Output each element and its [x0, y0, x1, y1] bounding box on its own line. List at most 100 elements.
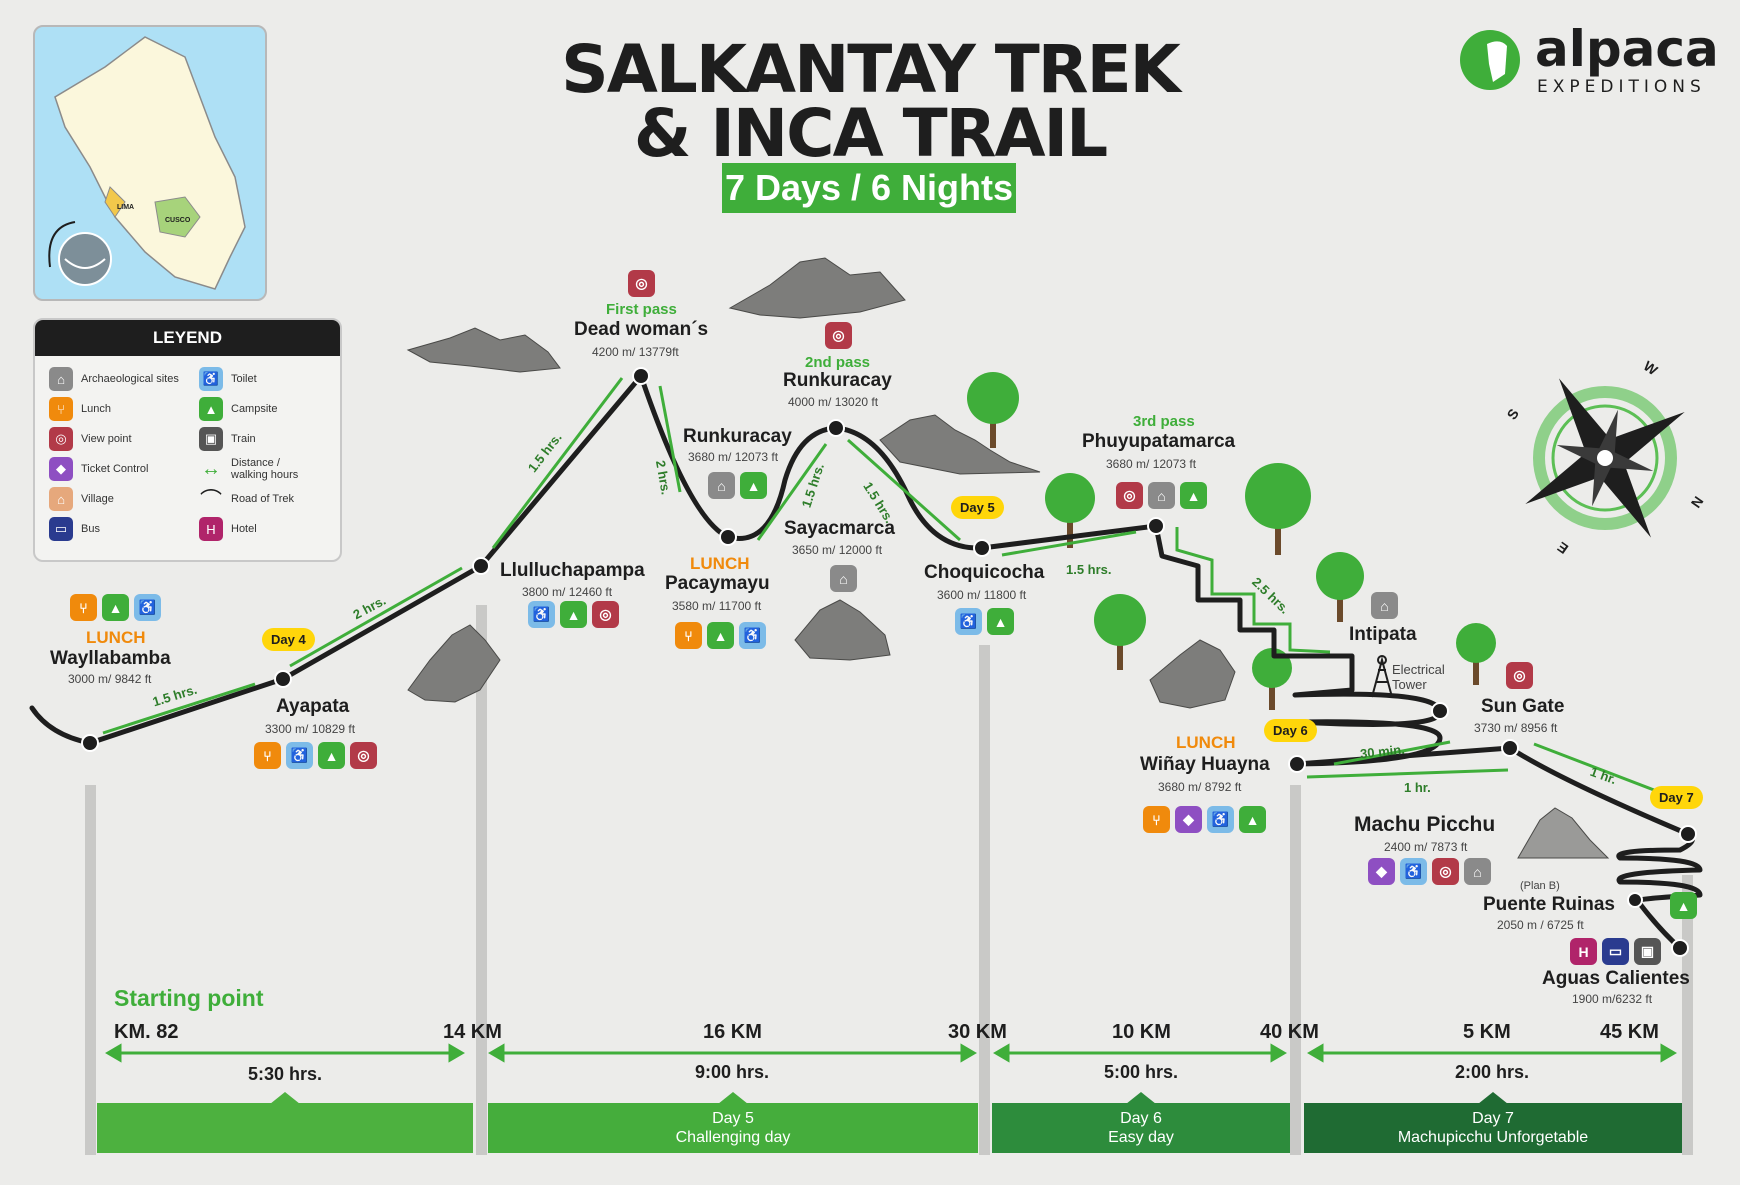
logo-wordmark: alpaca — [1535, 20, 1719, 78]
legend-label: Campsite — [231, 403, 278, 415]
band-notch — [1126, 1092, 1156, 1104]
machu-picchu-mountain — [1517, 807, 1610, 859]
llulluchapampa-icons: ♿ ▲ ◎ — [528, 601, 619, 628]
campsite-icon: ▲ — [740, 472, 767, 499]
day-5-badge: Day 5 — [951, 496, 1004, 519]
ticket-control-icon: ◆ — [1175, 806, 1202, 833]
lunch-icon: ⑂ — [254, 742, 281, 769]
band-line-2: Easy day — [1108, 1129, 1174, 1146]
legend-item: ⌒Road of Trek — [199, 484, 339, 514]
band-notch — [718, 1092, 748, 1104]
phuyupatamarca-altitude: 3680 m/ 12073 ft — [1106, 457, 1197, 471]
toilet-icon: ♿ — [955, 608, 982, 635]
legend-label: Ticket Control — [81, 463, 149, 475]
sayacmarca-name: Sayacmarca — [784, 518, 895, 539]
logo-tagline: EXPEDITIONS — [1537, 77, 1706, 97]
wayllabamba-icons: ⑂ ▲ ♿ — [70, 594, 161, 621]
sun-gate-altitude: 3730 m/ 8956 ft — [1474, 721, 1558, 735]
puente-ruinas-plan-tag: (Plan B) — [1520, 880, 1560, 892]
km-label: 5 KM — [1463, 1021, 1511, 1043]
pacaymayu-icons: ⑂ ▲ ♿ — [675, 622, 766, 649]
band-notch — [1478, 1092, 1508, 1104]
bus-icon: ▭ — [1602, 938, 1629, 965]
trek-route-line — [29, 373, 1703, 951]
compass-rose — [1525, 378, 1685, 538]
walking-arrows — [102, 377, 1681, 802]
day-band: Day 7 Machupicchu Unforgetable — [1304, 1092, 1682, 1153]
view-point-icon: ◎ — [1116, 482, 1143, 509]
band-line-2: Machupicchu Unforgetable — [1397, 1129, 1589, 1146]
pacaymayu-lunch-tag: LUNCH — [690, 554, 750, 573]
machu-picchu-name: Machu Picchu — [1354, 813, 1496, 836]
archaeological-icon: ⌂ — [830, 565, 857, 592]
dead-woman-pass-altitude: 4200 m/ 13779ft — [592, 345, 679, 359]
campsite-icon: ▲ — [560, 601, 587, 628]
toilet-icon: ♿ — [1400, 858, 1427, 885]
electrical-tower-icon — [1371, 655, 1393, 698]
toilet-icon: ♿ — [739, 622, 766, 649]
legend-label: Village — [81, 493, 114, 505]
campsite-icon: ▲ — [1239, 806, 1266, 833]
band-line-1: Day 7 — [1472, 1110, 1514, 1127]
hours-label: 9:00 hrs. — [695, 1062, 770, 1082]
km-label: 16 KM — [703, 1021, 762, 1043]
km-label: KM. 82 — [114, 1021, 179, 1043]
day-6-badge: Day 6 — [1264, 719, 1317, 742]
km-label: 14 KM — [443, 1021, 502, 1043]
toilet-icon: ♿ — [528, 601, 555, 628]
view-point-icon: ◎ — [1432, 858, 1459, 885]
title-line-2: & INCA TRAIL — [633, 95, 1108, 172]
legend-item: ▭Bus — [49, 514, 199, 544]
band-line-2: Challenging day — [675, 1129, 791, 1146]
lunch-icon: ⑂ — [675, 622, 702, 649]
llulluchapampa-altitude: 3800 m/ 12460 ft — [522, 585, 613, 599]
km-label: 10 KM — [1112, 1021, 1171, 1043]
km-posts — [85, 605, 1693, 1155]
day-band — [97, 1092, 473, 1153]
hours-label: 2:00 hrs. — [1455, 1062, 1530, 1082]
legend-panel: LEYEND ⌂Archaeological sites ♿Toilet ⑂Lu… — [33, 318, 342, 562]
ticket-control-icon: ◆ — [1368, 858, 1395, 885]
toilet-icon: ♿ — [286, 742, 313, 769]
peru-inset-map: LIMA CUSCO — [33, 25, 267, 301]
first-pass-tag: First pass — [606, 301, 677, 318]
archaeological-icon: ⌂ — [1464, 858, 1491, 885]
title-line-1: SALKANTAY TREK — [561, 31, 1181, 108]
view-point-icon: ◎ — [628, 270, 655, 297]
pacaymayu-name: Pacaymayu — [665, 573, 770, 594]
runkuracay-ruins-name: Runkuracay — [683, 426, 792, 447]
legend-label: Distance / walking hours — [231, 457, 299, 481]
legend-item: ▣Train — [199, 424, 339, 454]
winay-huayna-altitude: 3680 m/ 8792 ft — [1158, 780, 1242, 794]
electrical-tower-line-2: Tower — [1392, 677, 1427, 692]
hotel-icon: H — [199, 517, 223, 541]
view-point-icon: ◎ — [49, 427, 73, 451]
lima-label: LIMA — [117, 204, 135, 211]
legend-label: View point — [81, 433, 132, 445]
cusco-label: CUSCO — [165, 217, 191, 224]
wayllabamba-name: Wayllabamba — [50, 648, 171, 669]
band-line-1: Day 5 — [712, 1110, 754, 1127]
subtitle-banner: 7 Days / 6 Nights — [722, 163, 1016, 213]
hours-label: 5:30 hrs. — [248, 1064, 323, 1084]
runkuracay-ruins-icons: ⌂ ▲ — [708, 472, 767, 499]
runkuracay-pass-name: Runkuracay — [783, 370, 892, 391]
ayapata-name: Ayapata — [276, 696, 350, 717]
archaeological-icon: ⌂ — [708, 472, 735, 499]
legend-item: ⌂Village — [49, 484, 199, 514]
walk-hours-label: 1.5 hrs. — [1066, 562, 1112, 577]
train-icon: ▣ — [199, 427, 223, 451]
road-icon: ⌒ — [199, 488, 222, 513]
campsite-icon: ▲ — [1670, 892, 1697, 919]
runkuracay-ruins-altitude: 3680 m/ 12073 ft — [688, 450, 779, 464]
waypoint-dots — [81, 367, 1697, 957]
choquicocha-icons: ♿ ▲ — [955, 608, 1014, 635]
wayllabamba-lunch-tag: LUNCH — [86, 628, 146, 647]
legend-item: ▲Campsite — [199, 394, 339, 424]
toilet-icon: ♿ — [1207, 806, 1234, 833]
machu-picchu-altitude: 2400 m/ 7873 ft — [1384, 840, 1468, 854]
winay-huayna-icons: ⑂ ◆ ♿ ▲ — [1143, 806, 1266, 833]
km-label: 45 KM — [1600, 1021, 1659, 1043]
